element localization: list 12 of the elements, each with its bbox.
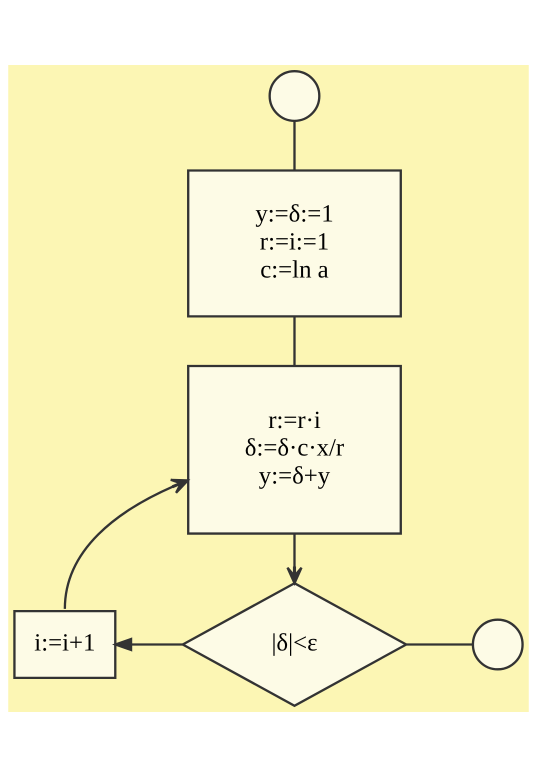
node-box: i:=i+1 xyxy=(13,610,116,680)
connector xyxy=(293,121,296,170)
node-circle xyxy=(268,70,320,122)
node-circle xyxy=(472,618,524,670)
arrow xyxy=(112,637,183,652)
node-diamond: |δ|<ε xyxy=(180,582,409,708)
node-box: r:=r·i δ:=δ·c·x/r y:=δ+y xyxy=(187,364,402,535)
connector xyxy=(293,316,296,366)
arrow xyxy=(64,478,189,609)
connector xyxy=(406,643,473,646)
node-box: y:=δ:=1 r:=i:=1 c:=ln a xyxy=(187,169,402,318)
arrow xyxy=(286,534,303,584)
